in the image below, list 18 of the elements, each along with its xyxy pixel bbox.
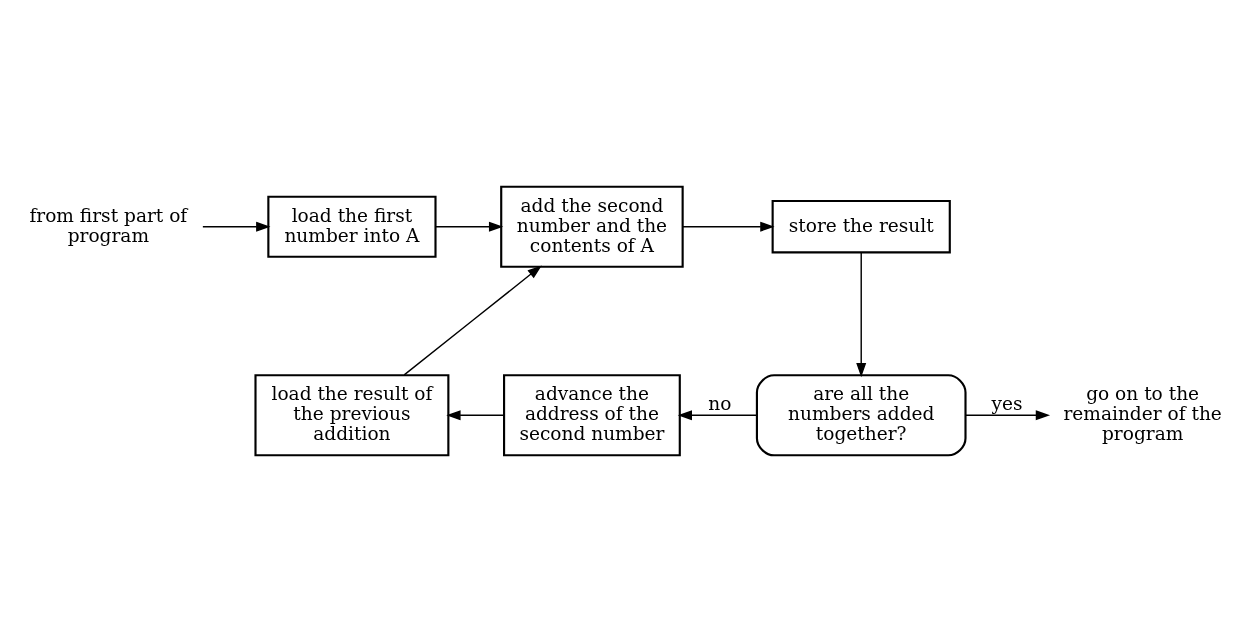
arrow	[682, 221, 775, 232]
node-text: go on to the remainder of the program	[1063, 382, 1222, 444]
node-box: load the result of the previous addition	[254, 373, 450, 456]
arrow	[434, 221, 504, 232]
arrow	[446, 409, 505, 420]
edge-label: no	[708, 392, 732, 414]
node-box: load the first number into A	[267, 195, 437, 258]
arrow	[677, 409, 758, 420]
arrow	[403, 264, 542, 376]
arrow	[964, 409, 1051, 420]
node-text: from first part of program	[29, 204, 188, 246]
edge-label: yes	[991, 392, 1023, 414]
arrow	[856, 251, 867, 377]
arrow	[202, 221, 271, 232]
node-box: add the second number and the contents of A	[500, 185, 684, 268]
node-box: advance the address of the second number	[503, 373, 681, 456]
node-box: are all the numbers added together?	[755, 373, 967, 456]
node-box: store the result	[771, 199, 951, 253]
